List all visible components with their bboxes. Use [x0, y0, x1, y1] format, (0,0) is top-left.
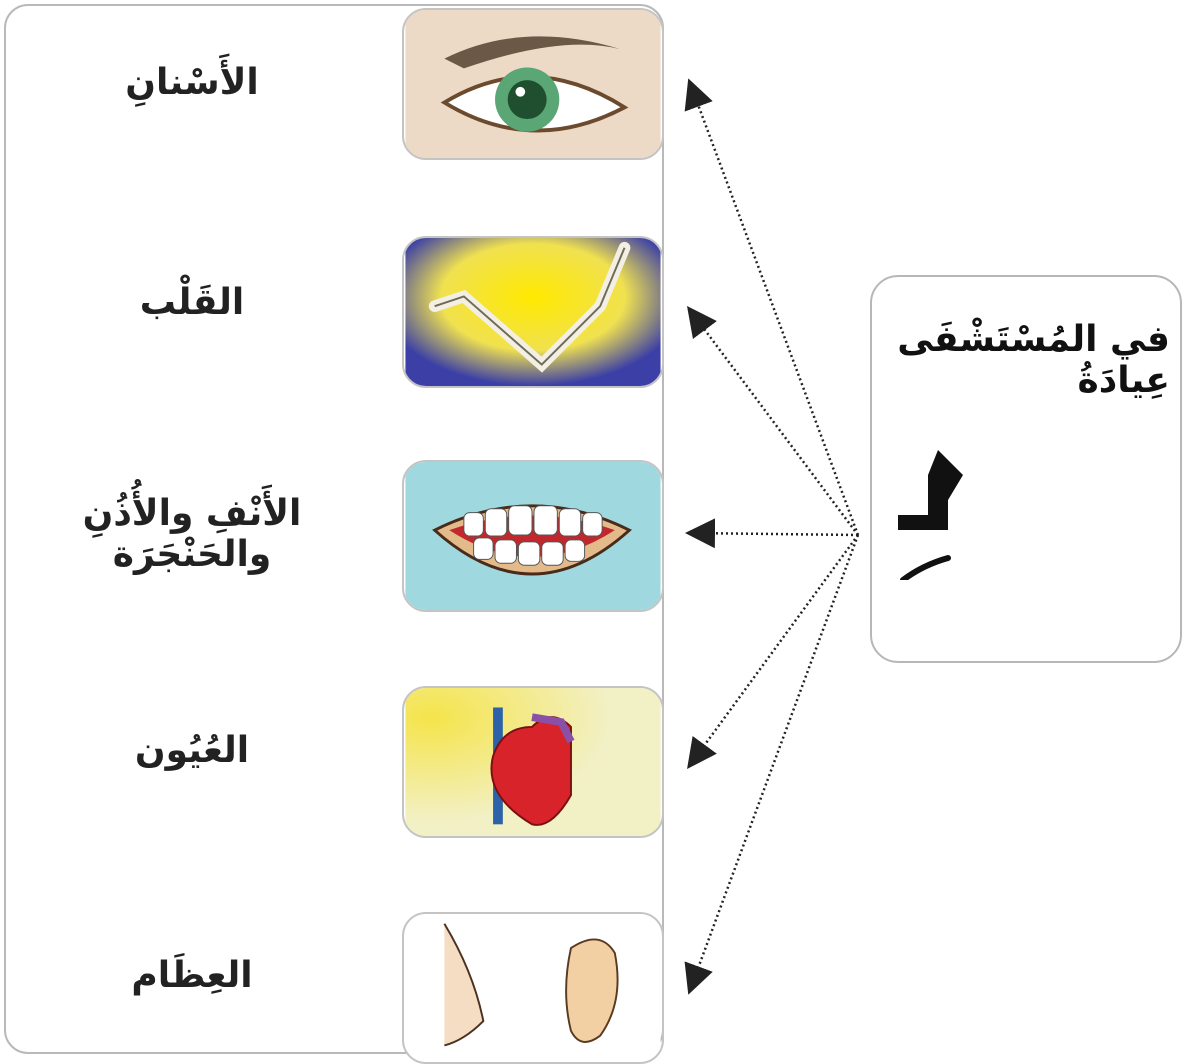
arrow-to-arm [690, 310, 858, 535]
letter-lam-glyph [868, 440, 978, 580]
label-heart: القَلْب [12, 282, 372, 323]
arrow-to-teeth [690, 533, 858, 535]
heart-image-card [402, 686, 664, 838]
nose-ear-image-card [402, 912, 664, 1064]
nose-ear-icon [404, 914, 662, 1062]
label-eyes: العُيُون [12, 730, 372, 771]
teeth-icon [404, 462, 662, 610]
arm-bones-image-card [402, 236, 664, 388]
arrow-to-nose-ear [690, 535, 858, 990]
arrow-to-eye [690, 83, 858, 535]
eye-image-card [402, 8, 664, 160]
arrow-to-heart [690, 535, 858, 765]
label-bones: العِظَام [12, 955, 372, 996]
bones-icon [404, 238, 662, 386]
heart-icon [404, 688, 662, 836]
phrase-text: في المُسْتَشْفَى عِيادَةُ [872, 319, 1170, 401]
teeth-image-card [402, 460, 664, 612]
eye-icon [404, 10, 662, 158]
label-teeth: الأَسْنانِ [12, 62, 372, 103]
label-ent: الأَنْفِ والأُذُنِ والحَنْجَرَة [12, 493, 372, 575]
